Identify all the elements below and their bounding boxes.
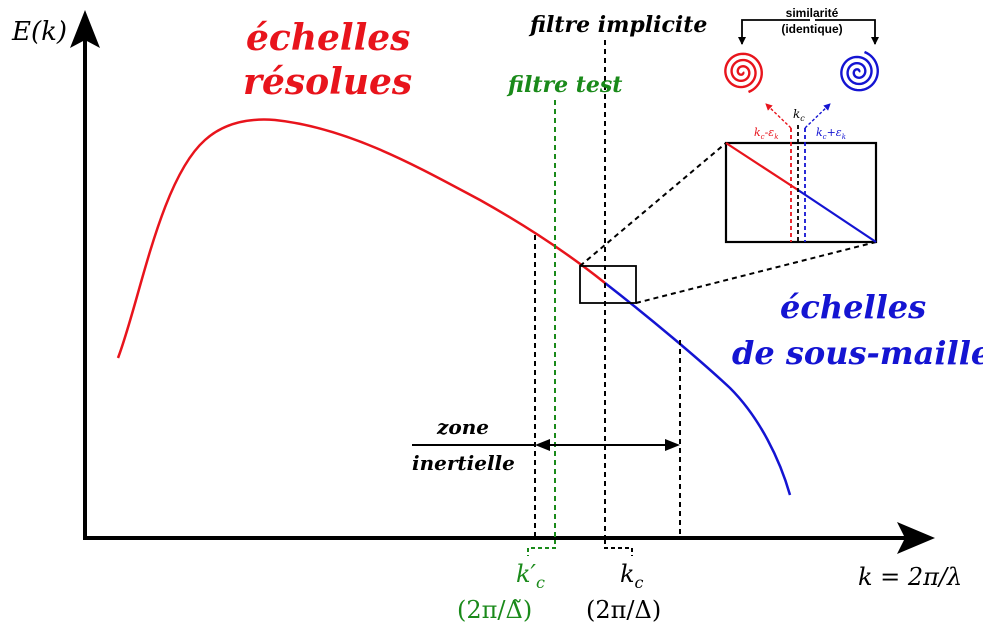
similarity-bracket-left xyxy=(738,19,810,45)
similarity-bracket: similarité (identique) xyxy=(738,6,879,45)
inset-arrow-blue xyxy=(804,103,831,129)
zoom-region xyxy=(579,142,877,304)
subgrid-scales-label-2: de sous-maille xyxy=(732,334,983,372)
kc-prime-label: k′c xyxy=(516,560,545,592)
kc-prime-bracket xyxy=(527,540,556,556)
resolved-scales-label-2: résolues xyxy=(243,61,412,103)
inset-kc-label: kc xyxy=(793,107,805,123)
red-spiral-icon xyxy=(724,52,763,94)
inset-panel: kc kc-εk kc+εk xyxy=(724,103,878,244)
similarity-label-1: similarité xyxy=(786,6,839,20)
inertial-zone-label-2: inertielle xyxy=(412,451,515,475)
inset-curve-red xyxy=(725,142,799,191)
x-axis-arrowhead xyxy=(897,522,935,554)
x-axis-label: k = 2π/λ xyxy=(858,563,962,591)
resolved-scales-label-1: échelles xyxy=(246,17,410,59)
spectrum-curve xyxy=(116,118,792,496)
kc-prime-expression: (2π/Δ̃) xyxy=(457,596,532,624)
subgrid-scales-curve xyxy=(604,282,792,496)
inertial-zone-label-1: zone xyxy=(436,415,489,439)
inset-kc-minus-label: kc-εk xyxy=(754,126,778,141)
inset-arrow-red xyxy=(765,103,792,129)
axes: E(k) k = 2π/λ xyxy=(11,10,962,591)
zoom-box xyxy=(579,265,637,304)
blue-spiral-icon xyxy=(840,50,879,92)
inertial-zone-arrowhead-right xyxy=(665,439,680,451)
kc-label: kc xyxy=(620,560,644,592)
similarity-bracket-right xyxy=(815,19,879,45)
resolved-scales-curve xyxy=(116,118,606,359)
test-filter-label: filtre test xyxy=(506,72,622,98)
subgrid-scales-label-1: échelles xyxy=(780,288,926,326)
y-axis-arrowhead xyxy=(70,10,100,48)
y-axis-label: E(k) xyxy=(11,17,67,47)
filter-lines xyxy=(534,40,681,540)
kc-expression: (2π/Δ) xyxy=(586,596,661,624)
inertial-zone: zone inertielle xyxy=(412,415,680,475)
inertial-zone-arrowhead-left xyxy=(535,439,550,451)
implicit-filter-label: filtre implicite xyxy=(528,12,707,38)
similarity-label-2: (identique) xyxy=(781,22,842,36)
inset-kc-plus-label: kc+εk xyxy=(816,126,846,141)
kc-bracket xyxy=(604,540,633,556)
inset-curve-blue xyxy=(797,189,877,243)
zoom-line-top xyxy=(579,142,727,267)
